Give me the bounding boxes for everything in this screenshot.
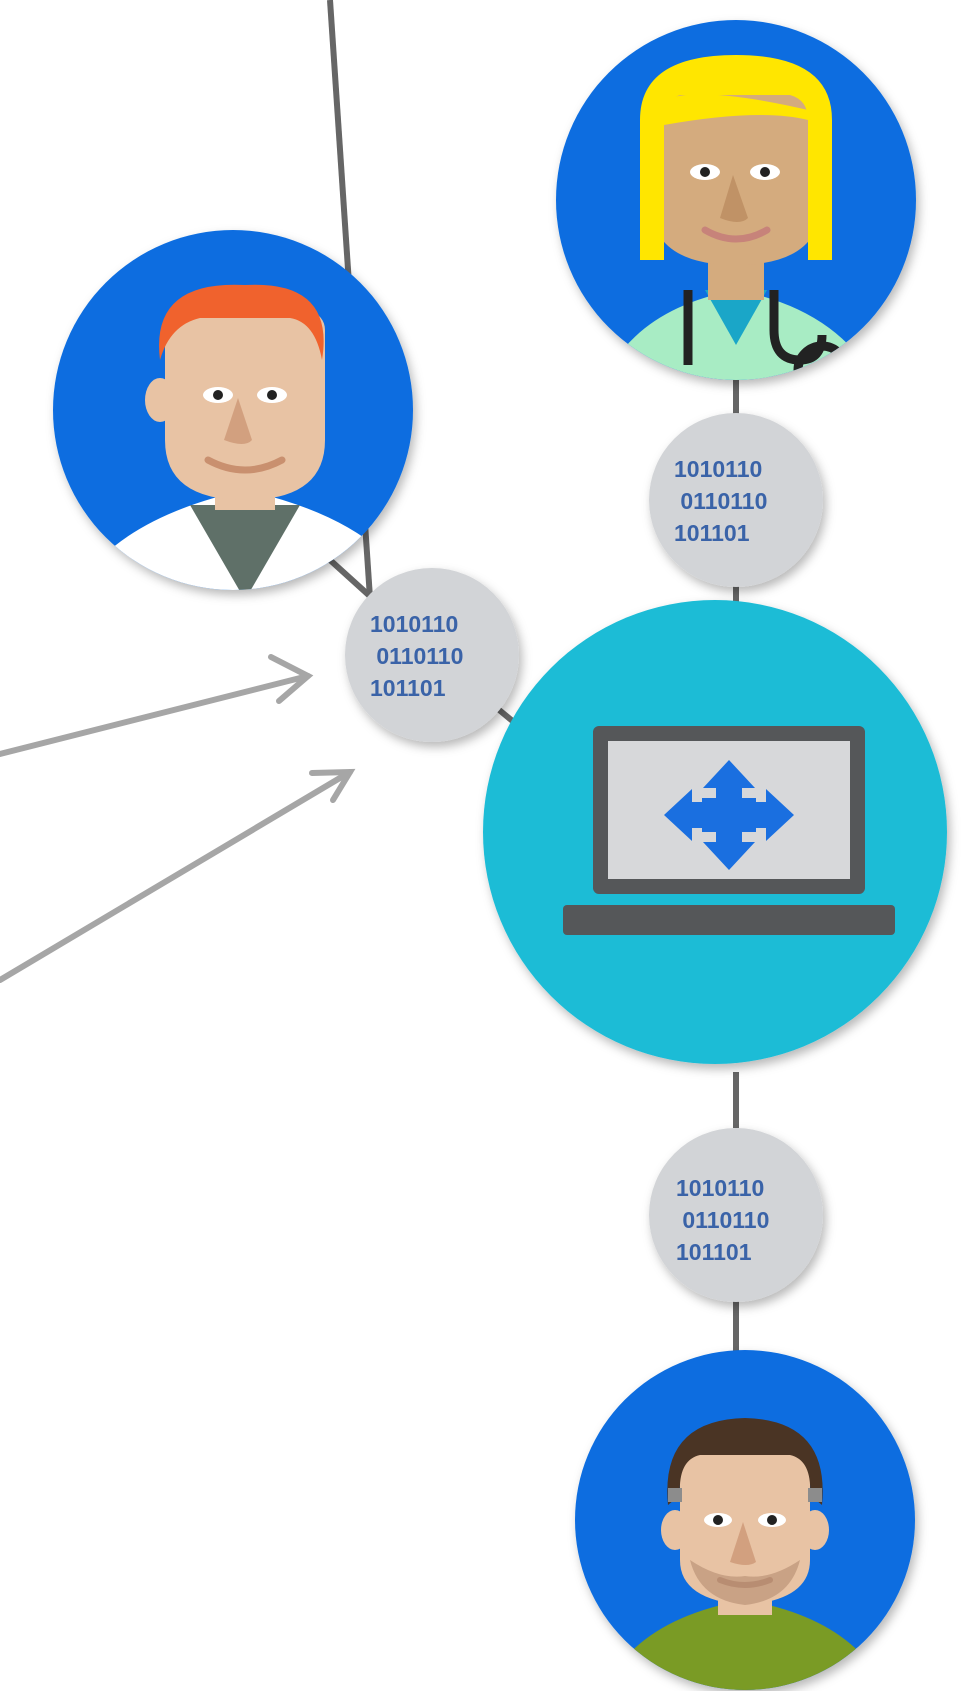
arrow-line-upper — [0, 673, 311, 757]
arrow-head-lower — [309, 768, 356, 803]
binary-line: 101101 — [674, 520, 750, 546]
binary-line: 0110110 — [674, 488, 767, 514]
binary-line: 101101 — [370, 675, 446, 701]
binary-line: 1010110 — [370, 611, 458, 637]
binary-line: 0110110 — [370, 643, 463, 669]
data-packet-middle: 1010110 0110110 101101 — [345, 568, 519, 742]
arrow-line-lower — [0, 769, 353, 983]
incoming-arrows — [0, 654, 356, 983]
laptop-move-icon — [483, 600, 947, 1064]
binary-line: 1010110 — [674, 456, 762, 482]
male-doctor-avatar-icon — [53, 230, 413, 590]
binary-line: 0110110 — [676, 1207, 769, 1233]
patient-avatar-icon — [575, 1350, 915, 1690]
data-packet-top: 1010110 0110110 101101 — [649, 413, 823, 587]
data-packet-bottom: 1010110 0110110 101101 — [649, 1128, 823, 1302]
arrow-head-upper — [268, 654, 314, 704]
female-doctor-avatar-icon — [556, 20, 916, 380]
connector-male-doctor-segment — [327, 557, 375, 601]
binary-line: 101101 — [676, 1239, 752, 1265]
move-arrows-icon — [664, 760, 794, 870]
binary-line: 1010110 — [676, 1175, 764, 1201]
